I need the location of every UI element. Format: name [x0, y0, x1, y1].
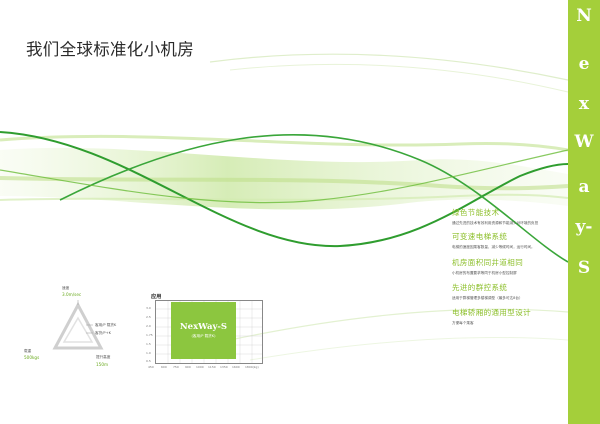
triangle-speed-label: 速度 — [62, 286, 70, 290]
triangle-legend-mixed: 客货/P+K — [95, 331, 111, 335]
side-letter-3: x — [578, 94, 590, 114]
feature-item: 可变速电梯系统 电梯的速度因乘客数量，减少等候时间，运行时间。 — [452, 231, 535, 250]
y-tick-label: 0.5 — [146, 359, 151, 363]
feature-desc: 电梯的速度因乘客数量，减少等候时间，运行时间。 — [452, 245, 535, 249]
x-tick-label: 1150 — [208, 365, 216, 369]
side-letter-7: S — [577, 258, 591, 278]
x-tick-label: 450 — [148, 365, 154, 369]
x-tick-label: 600 — [161, 365, 167, 369]
y-tick-label: 3.0 — [146, 306, 151, 310]
x-tick-label: 1800(kg) — [245, 365, 259, 369]
feature-desc: 方便每个乘客 — [452, 321, 474, 325]
x-tick-label: 1000 — [196, 365, 204, 369]
feature-item: 绿色节能技术 通过先进的技术有效利用资源和节能减少对环境的负担 — [452, 207, 538, 226]
feature-desc: 小机房的布置要求等同于机房小型控制屏 — [452, 271, 517, 275]
triangle-load-label: 载重 — [24, 349, 32, 353]
triangle-load-value: 500kgs — [24, 355, 40, 360]
x-tick-label: 1350 — [220, 365, 228, 369]
triangle-height-value: 150m — [96, 362, 109, 367]
side-letter-1: N — [576, 6, 592, 26]
feature-item: 先进的群控系统 适用于群梯管理多楼梯调型（最多可达8台） — [452, 282, 523, 301]
x-tick-label: 1600 — [232, 365, 240, 369]
feature-item: 电梯轿厢的通用型设计 方便每个乘客 — [452, 307, 531, 326]
chart-title: 应用 — [151, 294, 162, 300]
feature-title: 机房面积同井道相同 — [452, 258, 524, 267]
y-tick-label: 1.0 — [146, 351, 151, 355]
side-brand-band: N e x W a y- S — [568, 0, 600, 424]
triangle-speed-value: 3.0m/sec — [62, 292, 82, 297]
y-tick-label: 2.5 — [146, 315, 151, 319]
y-tick-label: 2.0 — [146, 324, 151, 328]
model-range-box: NexWay-S (客用/P 载货K) — [171, 302, 236, 359]
triangle-legend-passenger: 客用/P 载货K — [95, 323, 117, 327]
page-title: 我们全球标准化小机房 — [26, 40, 194, 59]
feature-desc: 适用于群梯管理多楼梯调型（最多可达8台） — [452, 296, 523, 300]
triangle-height-label: 提升高度 — [96, 355, 111, 359]
x-tick-label: 900 — [185, 365, 191, 369]
x-tick-label: 750 — [173, 365, 179, 369]
side-letter-4: W — [574, 132, 594, 152]
feature-title: 电梯轿厢的通用型设计 — [452, 308, 531, 317]
model-subtitle: (客用/P 载货K) — [191, 334, 216, 338]
feature-title: 先进的群控系统 — [452, 283, 508, 292]
side-letter-5: a — [578, 177, 590, 197]
feature-title: 可变速电梯系统 — [452, 232, 508, 241]
side-letter-2: e — [578, 54, 590, 74]
y-tick-label: 1.5 — [146, 342, 151, 346]
feature-title: 绿色节能技术 — [452, 208, 500, 217]
side-letter-6: y- — [575, 217, 593, 237]
y-tick-label: 1.75 — [146, 333, 153, 337]
feature-item: 机房面积同井道相同 小机房的布置要求等同于机房小型控制屏 — [452, 257, 523, 276]
model-name: NexWay-S — [179, 322, 228, 332]
feature-desc: 通过先进的技术有效利用资源和节能减少对环境的负担 — [452, 221, 539, 225]
